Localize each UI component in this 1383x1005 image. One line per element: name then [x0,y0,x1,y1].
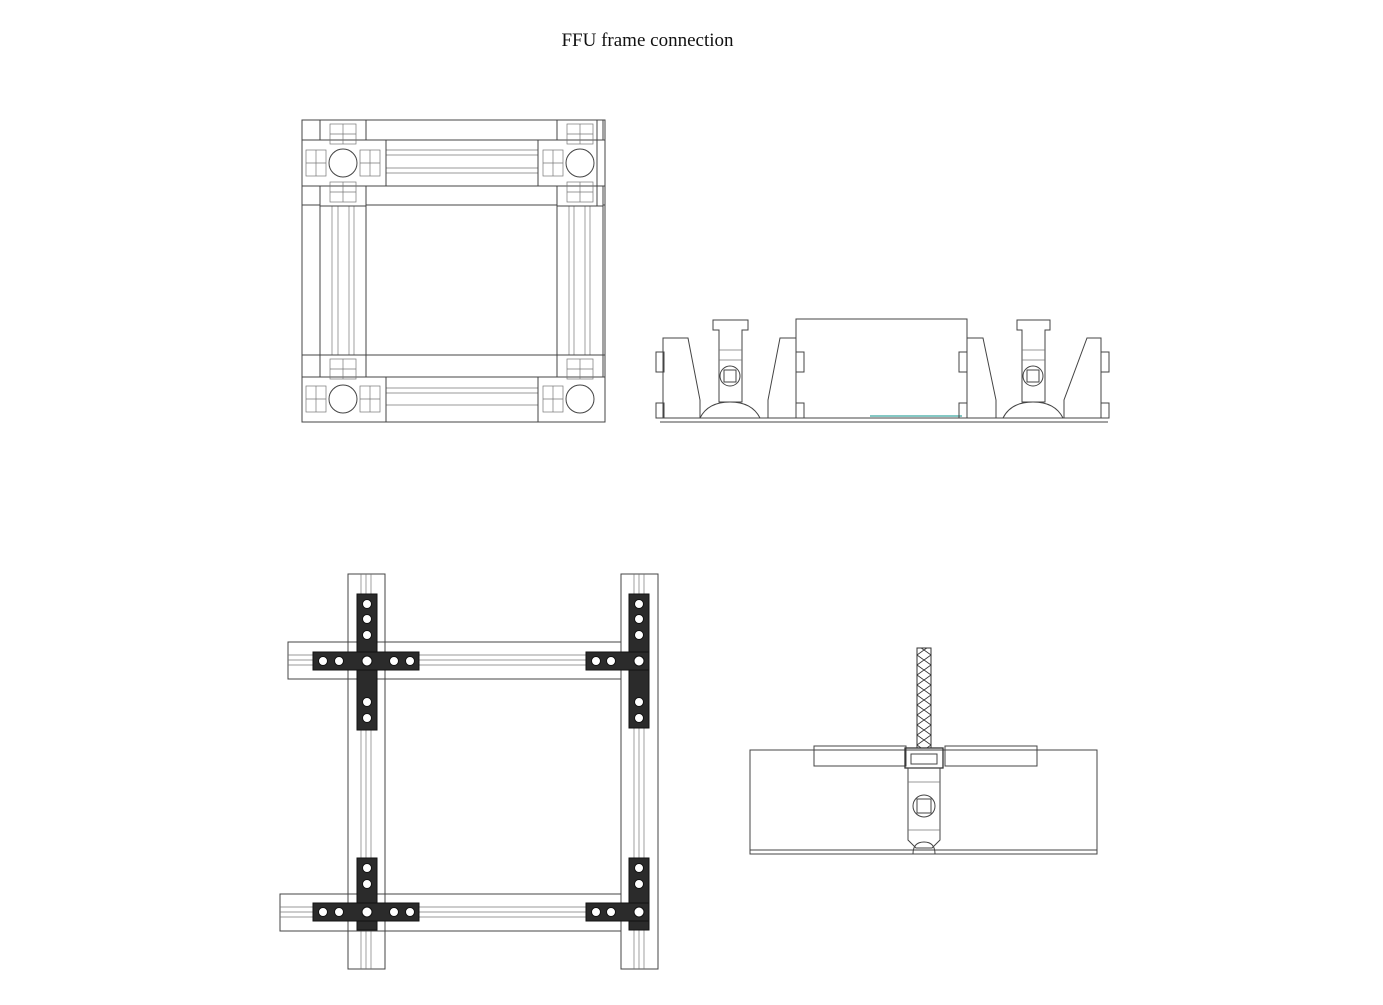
cross-node-bottom-right [537,354,606,423]
cross-node-top-right [537,119,606,207]
drawing-title: FFU frame connection [561,30,734,51]
view-plan-brackets [279,573,659,970]
cross-node-top-left [301,119,387,207]
view-plan-frame-nodes [301,119,606,423]
view-section-rails [655,318,1110,423]
bracket-tee-top-right [585,593,650,729]
cross-node-bottom-left [301,354,387,423]
bracket-cross-top-left [312,593,420,731]
view-section-rod [749,647,1098,855]
bracket-tee-bottom-left [312,857,420,931]
bracket-corner-bottom-right [585,857,650,931]
